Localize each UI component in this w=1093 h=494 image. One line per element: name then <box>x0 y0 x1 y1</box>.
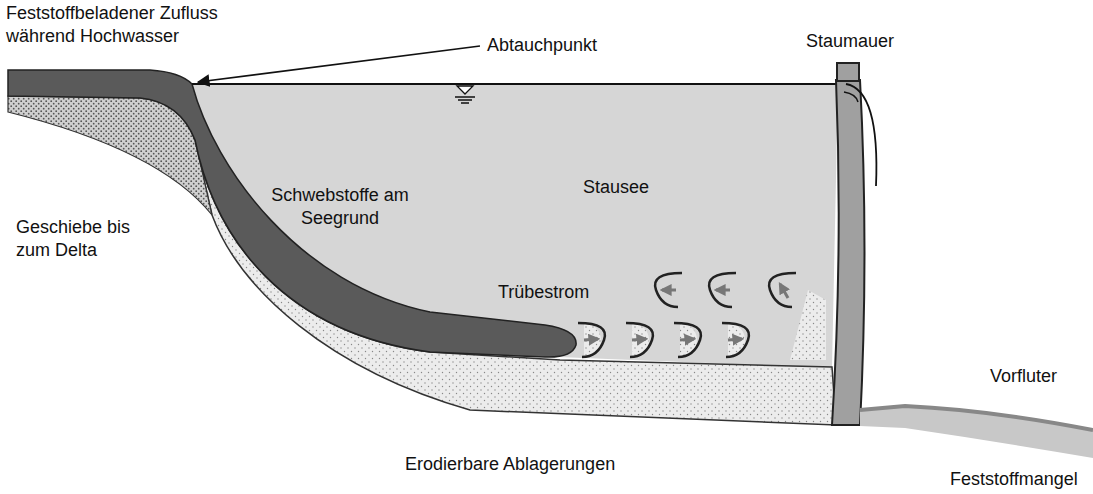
current-curl <box>578 323 605 357</box>
inflow-label: Feststoffbeladener Zufluss während Hochw… <box>6 2 256 48</box>
turbidity-current <box>578 273 826 360</box>
plunge-point-leader <box>198 46 480 82</box>
flow-arrow <box>584 339 598 340</box>
current-curl <box>626 323 653 357</box>
flow-arrow <box>728 339 742 340</box>
current-cloud <box>680 323 697 357</box>
dam-wall <box>832 80 865 425</box>
current-cloud <box>584 323 601 357</box>
water-surface <box>192 83 837 85</box>
current-curl <box>769 273 796 307</box>
reservoir-label: Stausee <box>583 176 649 199</box>
flow-arrow <box>716 289 730 292</box>
current-cloud <box>728 323 745 357</box>
current-curl <box>722 323 749 357</box>
water-level-symbol <box>455 86 475 103</box>
flow-arrow <box>780 284 788 298</box>
receiving-river <box>860 406 1093 458</box>
suspended-sediment-band <box>8 70 576 357</box>
overflow-jet <box>844 92 858 102</box>
flow-arrow <box>662 289 676 292</box>
receiving-river-bank <box>860 406 1093 430</box>
plunge-point-label: Abtauchpunkt <box>487 34 597 57</box>
suspended-sediment-label: Schwebstoffe am Seegrund <box>250 184 430 230</box>
overflow-jet <box>846 84 876 186</box>
turbidity-current-label: Trübestrom <box>498 281 589 304</box>
current-curl <box>709 273 736 307</box>
dam-label: Staumauer <box>806 30 894 53</box>
erodible-deposits-label: Erodierbare Ablagerungen <box>405 453 615 476</box>
bedload-label: Geschiebe bis zum Delta <box>16 216 141 262</box>
dam-crest <box>837 63 859 81</box>
flow-arrow <box>632 339 646 340</box>
current-cloud <box>632 323 649 357</box>
current-curl <box>655 273 682 307</box>
flow-arrow <box>680 339 694 340</box>
current-cloud <box>790 290 826 360</box>
receiving-river-label: Vorfluter <box>990 365 1057 388</box>
sediment-deficit-label: Feststoffmangel <box>950 468 1078 491</box>
current-curl <box>674 323 701 357</box>
